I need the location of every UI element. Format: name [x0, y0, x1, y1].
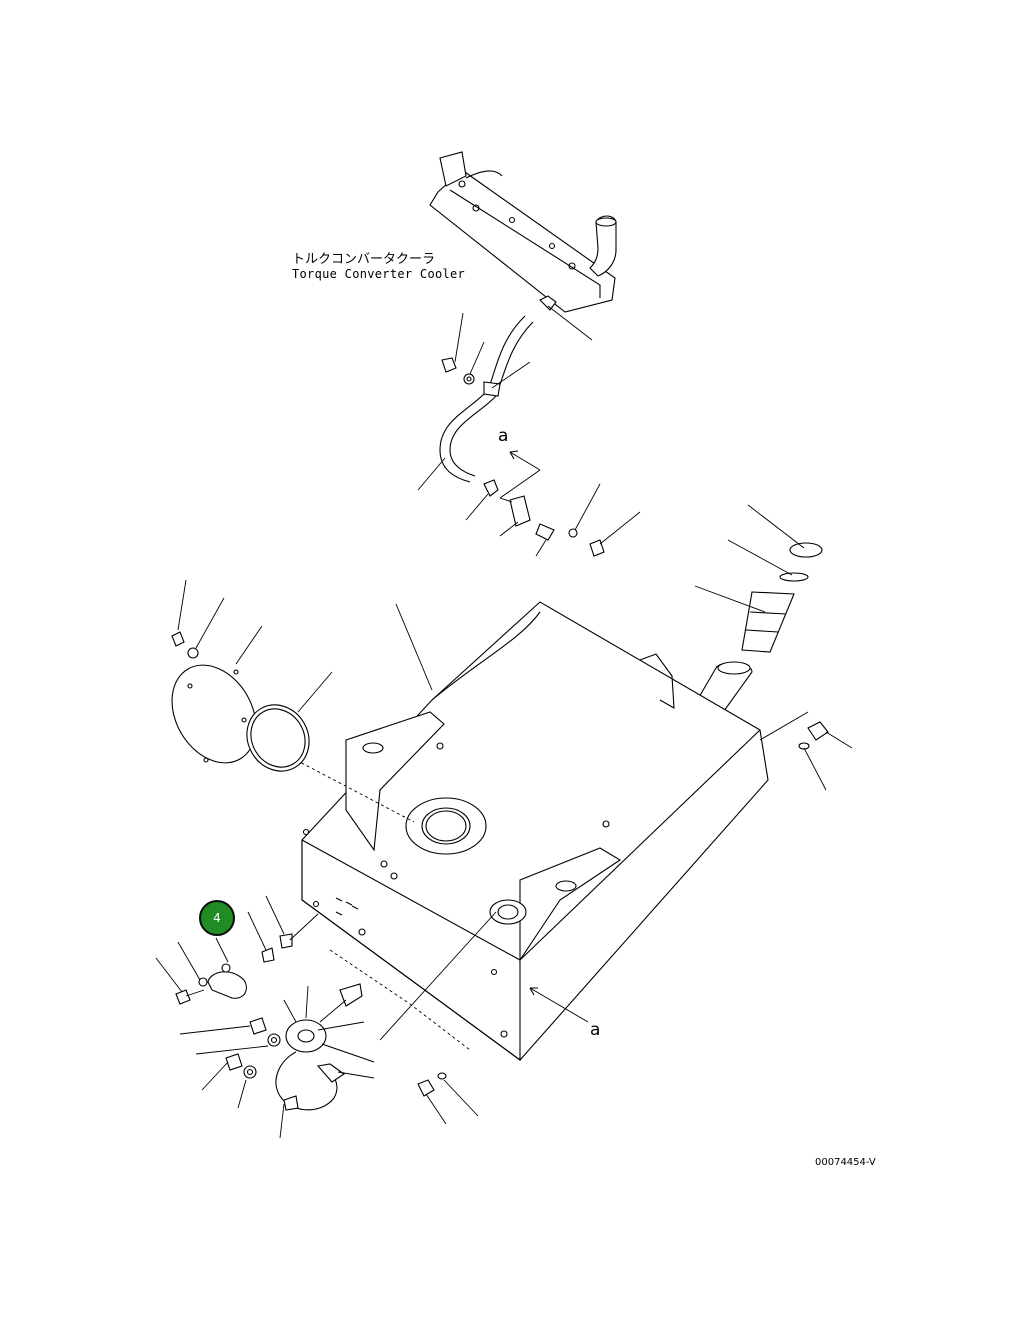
fuel-level-sensor [179, 983, 375, 1139]
inspection-cover-assembly [171, 579, 333, 772]
cooler-title-english: Torque Converter Cooler [292, 267, 466, 281]
part-callout-4[interactable]: 4 [199, 900, 235, 936]
cooler-hose-assembly [417, 312, 641, 557]
reference-mark-a-upper: a [498, 426, 509, 446]
torque-converter-cooler [429, 151, 617, 341]
cooler-title-japanese: トルクコンバータクーラ [292, 252, 436, 267]
right-nut-assembly [798, 721, 853, 791]
lower-left-bracket [155, 895, 319, 1005]
drawing-code: 00074454-V [815, 1157, 876, 1168]
fuel-tank [295, 601, 809, 1062]
part-callout-number: 4 [213, 911, 221, 925]
drain-plug-assembly [417, 1072, 479, 1125]
reference-mark-a-lower: a [590, 1020, 601, 1040]
